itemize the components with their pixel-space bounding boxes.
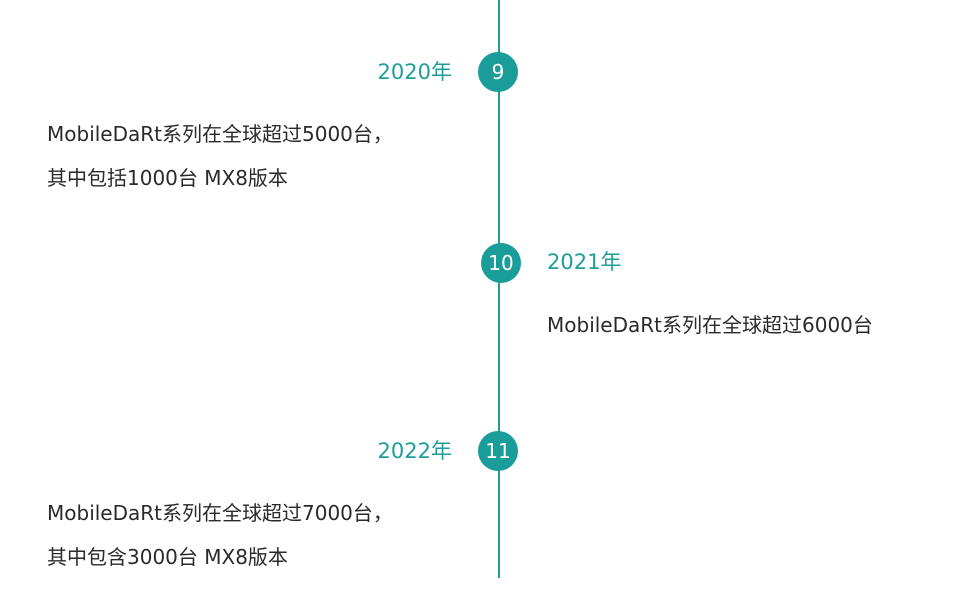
timeline-axis: [498, 0, 500, 578]
event-description-line: 其中包含3000台 MX8版本: [47, 545, 288, 569]
event-year-2022: 2022年: [377, 439, 452, 463]
event-description-2022: MobileDaRt系列在全球超过7000台， 其中包含3000台 MX8版本: [47, 500, 393, 570]
event-description-line: MobileDaRt系列在全球超过6000台: [547, 313, 873, 337]
event-year-2021: 2021年: [547, 250, 622, 274]
event-year-2020: 2020年: [377, 60, 452, 84]
event-marker-11: 11: [478, 431, 518, 471]
event-description-line: MobileDaRt系列在全球超过7000台，: [47, 501, 393, 525]
event-marker-10: 10: [481, 243, 521, 283]
event-description-line: MobileDaRt系列在全球超过5000台，: [47, 122, 393, 146]
event-description-line: 其中包括1000台 MX8版本: [47, 166, 288, 190]
event-description-2020: MobileDaRt系列在全球超过5000台， 其中包括1000台 MX8版本: [47, 121, 393, 191]
event-marker-9: 9: [478, 52, 518, 92]
event-description-2021: MobileDaRt系列在全球超过6000台: [547, 312, 873, 338]
